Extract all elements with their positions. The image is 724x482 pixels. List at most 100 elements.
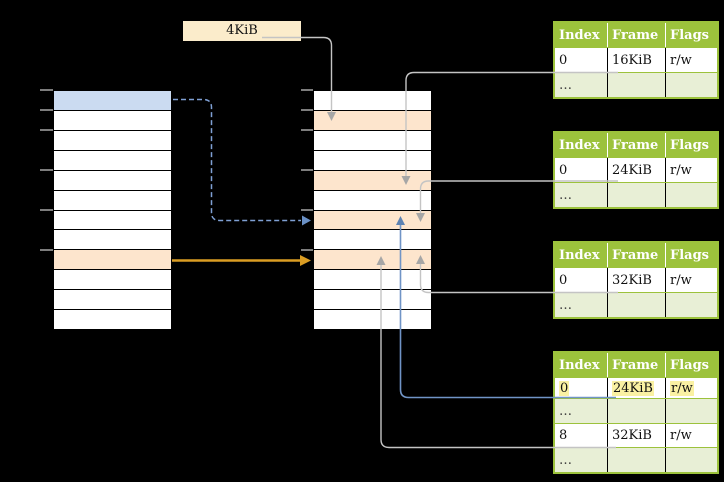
- table-cell: 0: [555, 268, 608, 292]
- table-cell: r/w: [666, 48, 717, 72]
- table-cell: …: [555, 73, 608, 97]
- table-cell: r/w: [666, 268, 717, 292]
- cell-text: 0: [559, 162, 568, 178]
- memory-row: [54, 230, 171, 251]
- table-cell: [666, 183, 717, 207]
- table-cell: r/w: [666, 378, 717, 398]
- table-cell: r/w: [666, 158, 717, 182]
- cell-text: r/w: [670, 380, 694, 396]
- table-cell: 0: [555, 158, 608, 182]
- column-header: Frame: [608, 243, 666, 267]
- column-header: Index: [555, 133, 608, 157]
- memory-row: [54, 130, 171, 151]
- cell-text: …: [559, 77, 572, 93]
- memory-row: [54, 190, 171, 211]
- table-cell: 32KiB: [608, 424, 666, 447]
- column-header: Frame: [608, 133, 666, 157]
- memory-row: [314, 290, 431, 311]
- frame-size-label-text: 4KiB: [226, 23, 258, 38]
- cell-text: 24KiB: [612, 380, 654, 396]
- table-cell: [666, 73, 717, 97]
- memory-row: [54, 91, 171, 111]
- address-tick: [40, 109, 53, 111]
- column-header: Index: [555, 243, 608, 267]
- address-tick: [40, 129, 53, 131]
- table-row: …: [555, 398, 717, 423]
- cell-text: 0: [559, 272, 568, 288]
- table-cell: [608, 399, 666, 423]
- table-cell: [608, 73, 666, 97]
- table-cell: [608, 448, 666, 472]
- address-tick: [301, 209, 313, 211]
- memory-row: [314, 130, 431, 151]
- table-row: …: [555, 72, 717, 97]
- virtual-memory-table: [53, 90, 172, 330]
- cell-text: r/w: [670, 162, 692, 178]
- table-cell: …: [555, 399, 608, 423]
- memory-row: [54, 270, 171, 291]
- table-cell: r/w: [666, 424, 717, 447]
- table-row: …: [555, 292, 717, 317]
- memory-row: [314, 270, 431, 291]
- table-cell: 8: [555, 424, 608, 447]
- memory-row: [54, 250, 171, 271]
- arrow-virtual-page-translation: [173, 98, 311, 226]
- column-header: Frame: [608, 353, 666, 377]
- memory-row: [314, 230, 431, 251]
- memory-row: [314, 310, 431, 330]
- cell-text: 32KiB: [612, 428, 652, 443]
- memory-row: [314, 190, 431, 211]
- column-header: Index: [555, 23, 608, 47]
- cell-text: 0: [559, 52, 568, 68]
- table-cell: 0: [555, 48, 608, 72]
- cell-text: r/w: [670, 52, 692, 68]
- address-tick: [40, 249, 53, 251]
- table-cell: 32KiB: [608, 268, 666, 292]
- table-cell: 24KiB: [608, 378, 666, 398]
- memory-row: [54, 170, 171, 191]
- cell-text: 32KiB: [612, 272, 652, 288]
- table-row: 0 32KiB r/w: [555, 267, 717, 292]
- table-cell: …: [555, 293, 608, 317]
- address-tick: [301, 169, 313, 171]
- physical-memory-table: [313, 90, 432, 330]
- address-tick: [40, 89, 53, 91]
- table-row: …: [555, 182, 717, 207]
- arrow-virtual-to-physical: [172, 255, 311, 266]
- table-cell: [666, 448, 717, 472]
- address-tick: [40, 209, 53, 211]
- address-tick: [40, 169, 53, 171]
- table-row: 0 16KiB r/w: [555, 47, 717, 72]
- table-cell: [666, 293, 717, 317]
- memory-row: [54, 150, 171, 171]
- table-cell: …: [555, 448, 608, 472]
- memory-row: [314, 110, 431, 131]
- address-tick: [301, 109, 313, 111]
- memory-row: [54, 210, 171, 231]
- column-header: Index: [555, 353, 608, 377]
- memory-row: [314, 250, 431, 271]
- column-header: Frame: [608, 23, 666, 47]
- cell-text: 24KiB: [612, 162, 652, 178]
- table-row: …: [555, 447, 717, 472]
- table-cell: 24KiB: [608, 158, 666, 182]
- table-row: 0 24KiB r/w: [555, 377, 717, 398]
- column-header: Flags: [670, 357, 709, 373]
- cell-text: r/w: [670, 428, 692, 443]
- cell-text: 16KiB: [612, 52, 652, 68]
- table-row: 0 24KiB r/w: [555, 157, 717, 182]
- memory-row: [314, 170, 431, 191]
- cell-text: 8: [559, 428, 568, 443]
- cell-text: …: [559, 452, 572, 468]
- cell-text: …: [559, 297, 572, 313]
- cell-text: 0: [559, 380, 570, 396]
- cell-text: …: [559, 187, 572, 203]
- frame-size-label: 4KiB: [183, 21, 301, 41]
- table-cell: 0: [555, 378, 608, 398]
